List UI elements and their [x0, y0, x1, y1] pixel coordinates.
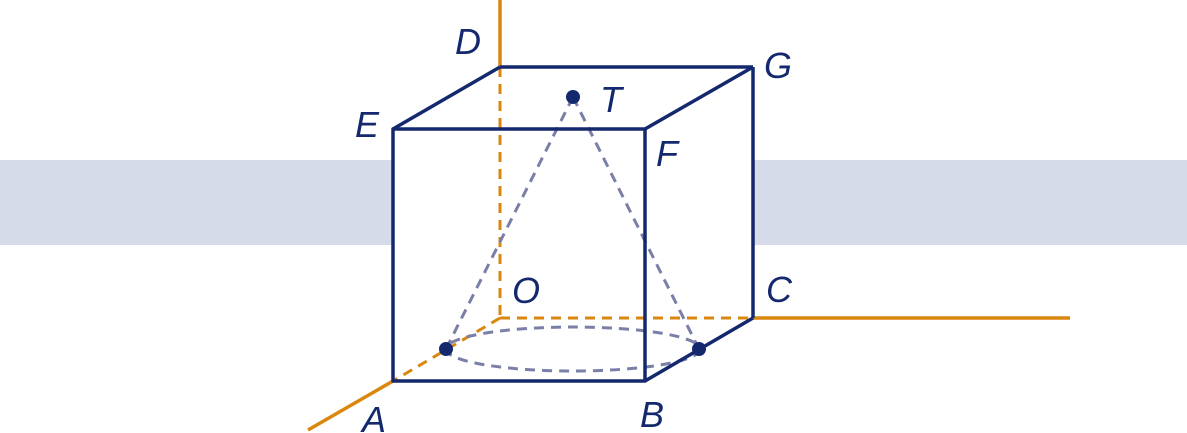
axis-x-hidden	[392, 316, 501, 383]
label-E: E	[355, 104, 380, 145]
label-C: C	[766, 269, 793, 310]
cone-edge-left	[444, 96, 575, 350]
label-G: G	[764, 45, 792, 86]
label-A: A	[360, 399, 386, 433]
cube-front-square	[391, 127, 647, 383]
edge-EF-to-DG	[392, 65, 501, 131]
cube-edges	[391, 65, 755, 383]
point-T	[566, 90, 580, 104]
cube-right-face	[645, 67, 753, 381]
label-T: T	[600, 79, 625, 120]
label-F: F	[656, 133, 680, 174]
point-base-left	[439, 342, 453, 356]
axis-x-visible	[307, 379, 394, 432]
cone-edge-right	[571, 96, 701, 350]
point-base-right	[692, 342, 706, 356]
label-D: D	[455, 21, 481, 62]
label-B: B	[640, 394, 664, 433]
edge-FG	[644, 65, 754, 131]
cube-front-face	[393, 129, 645, 381]
label-O: O	[512, 270, 540, 311]
